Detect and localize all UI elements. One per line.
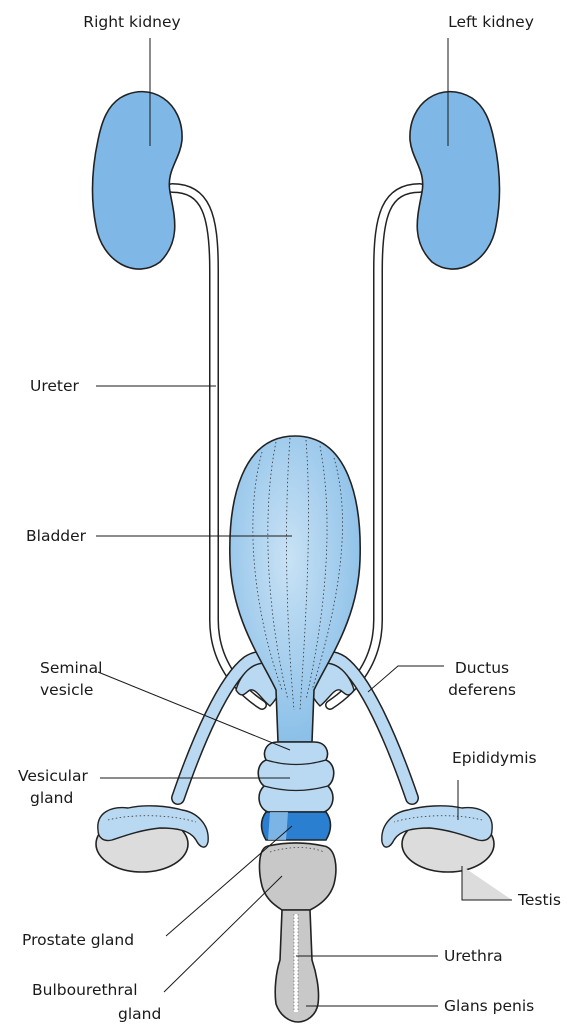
right-kidney — [92, 92, 182, 269]
label-prostate-gland: Prostate gland — [22, 930, 134, 950]
label-ductus-deferens-line2: deferens — [432, 680, 532, 700]
right-testis-group — [96, 806, 208, 872]
leader-bulbourethral-gland — [164, 876, 282, 992]
label-bladder: Bladder — [26, 526, 86, 546]
label-urethra: Urethra — [444, 946, 503, 966]
label-bulbourethral-gland-line1: Bulbourethral — [32, 980, 138, 1000]
vesicular-gland — [258, 742, 334, 812]
label-seminal-vesicle-line1: Seminal — [40, 658, 102, 678]
label-seminal-vesicle-line2: vesicle — [40, 680, 93, 700]
label-right-kidney: Right kidney — [42, 12, 222, 32]
left-testis-group — [382, 806, 494, 872]
leader-testis — [462, 866, 512, 900]
left-kidney — [410, 92, 500, 269]
label-testis: Testis — [518, 890, 561, 910]
label-epididymis: Epididymis — [452, 748, 537, 768]
label-vesicular-gland-line2: gland — [30, 788, 73, 808]
label-ureter: Ureter — [30, 376, 79, 396]
label-left-kidney: Left kidney — [406, 12, 576, 32]
label-bulbourethral-gland-line2: gland — [118, 1004, 161, 1024]
label-vesicular-gland-line1: Vesicular — [18, 766, 88, 786]
label-ductus-deferens-line1: Ductus — [432, 658, 532, 678]
bulbourethral-bulb — [260, 843, 336, 910]
label-glans-penis: Glans penis — [444, 996, 534, 1016]
